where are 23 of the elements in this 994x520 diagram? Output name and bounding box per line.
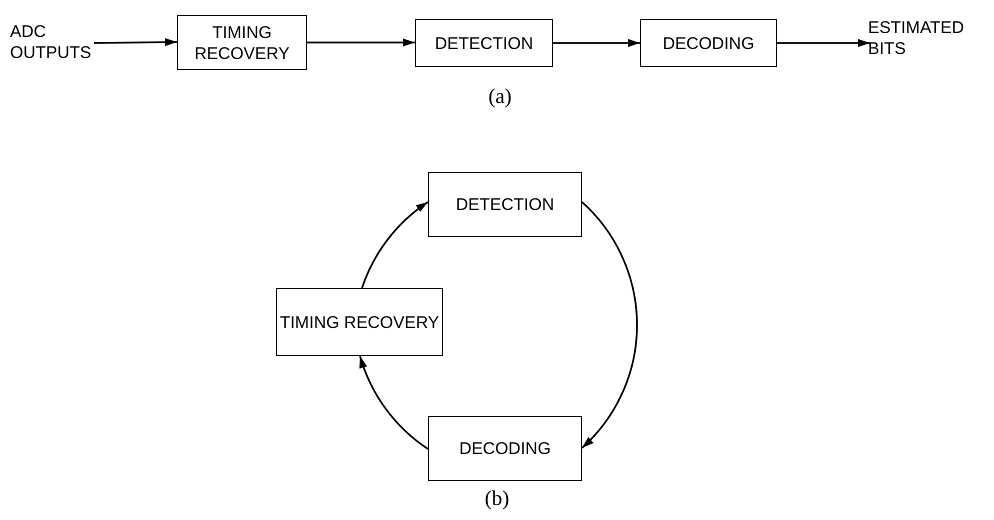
box-label: DECODING [662, 32, 754, 54]
arrow [553, 39, 640, 47]
process-box [428, 416, 582, 481]
box-label: DECODING [459, 438, 551, 459]
panel-label: (a) [488, 84, 512, 109]
process-box [276, 288, 443, 356]
arrow [777, 39, 870, 47]
process-box [428, 172, 582, 237]
process-box [177, 15, 307, 70]
box-label: DETECTION [456, 194, 554, 215]
process-box [415, 19, 553, 67]
signal-label: ESTIMATED BITS [868, 17, 966, 59]
box-label: TIMING RECOVERY [280, 312, 440, 332]
panel-label: (b) [484, 486, 510, 511]
arrow [581, 201, 638, 449]
process-box [640, 19, 777, 67]
signal-label: ADC OUTPUTS [10, 21, 92, 63]
arrow [361, 201, 429, 288]
box-label: DETECTION [434, 32, 534, 54]
box-label: TIMING RECOVERY [193, 22, 291, 64]
arrow [359, 356, 429, 450]
arrow [94, 38, 178, 46]
arrow [307, 38, 415, 46]
